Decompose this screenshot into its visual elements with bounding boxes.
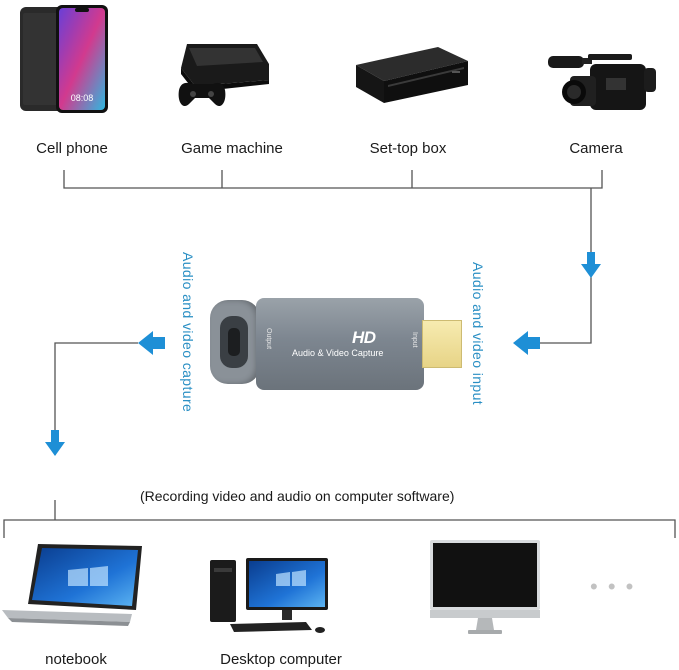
- input-side-label: Audio and video input: [470, 262, 486, 406]
- hd-badge: HD: [352, 328, 376, 347]
- arrow-left-input: [513, 331, 540, 355]
- device-name: Audio & Video Capture: [292, 348, 384, 358]
- recording-note: (Recording video and audio on computer s…: [140, 488, 455, 504]
- game-console-image: [178, 44, 269, 107]
- label-notebook: notebook: [45, 651, 107, 668]
- cell-phone-image: 08:08: [20, 5, 108, 113]
- arrow-down-left: [45, 430, 65, 456]
- hdmi-connector-icon: [422, 320, 462, 368]
- arrow-left-output: [138, 331, 165, 355]
- label-camera: Camera: [569, 140, 623, 157]
- capture-device-body: Output HD Audio & Video Capture Input: [256, 298, 424, 390]
- capture-device-cap: [210, 300, 260, 384]
- desktop-computer-image: [210, 558, 328, 633]
- set-top-box-image: [356, 47, 468, 103]
- label-cell-phone: Cell phone: [36, 140, 108, 157]
- arrow-down-right: [581, 252, 601, 278]
- monitor-image: [430, 540, 540, 634]
- input-port-label: Input: [411, 332, 418, 348]
- usb-port-icon: [220, 316, 248, 368]
- capture-side-label: Audio and video capture: [180, 252, 196, 413]
- more-devices-indicator: • • •: [590, 574, 636, 599]
- label-desktop-computer: Desktop computer: [220, 651, 342, 668]
- phone-clock: 08:08: [71, 93, 94, 103]
- label-set-top-box: Set-top box: [369, 140, 447, 157]
- camera-image: [548, 54, 656, 110]
- notebook-image: [2, 544, 142, 626]
- output-port-label: Output: [265, 328, 272, 350]
- label-game-machine: Game machine: [181, 140, 283, 157]
